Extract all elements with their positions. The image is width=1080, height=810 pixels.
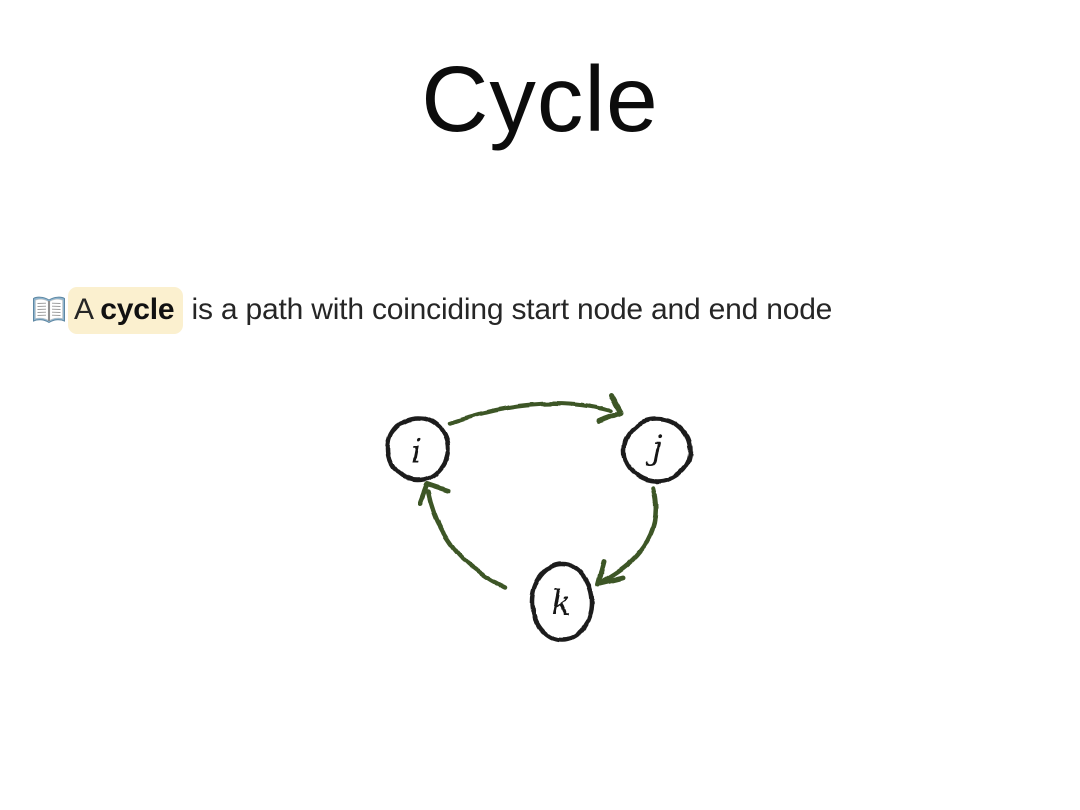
- node-k-label: k: [551, 583, 571, 622]
- node-j-circle: [621, 416, 693, 484]
- node-i-label: i: [411, 432, 422, 471]
- definition-line: A cycle is a path with coinciding start …: [32, 286, 833, 334]
- node-i-circle: [385, 415, 451, 483]
- node-j: j: [621, 416, 693, 484]
- node-k: k: [529, 561, 595, 643]
- edge-i-to-j: [447, 392, 624, 426]
- highlighted-term: A cycle: [68, 286, 184, 334]
- node-i: i: [385, 415, 451, 483]
- node-k-circle: [529, 561, 595, 643]
- edge-j-to-k-arrowhead: [595, 558, 626, 587]
- definition-prefix: A: [74, 292, 101, 326]
- term-cycle: cycle: [100, 292, 175, 326]
- edge-k-to-i-arrowhead: [417, 481, 451, 506]
- page-title: Cycle: [421, 47, 659, 151]
- edge-i-to-j-arrowhead: [596, 392, 624, 424]
- edge-k-to-i-shaft: [425, 489, 508, 591]
- open-book-icon: [33, 296, 65, 324]
- edge-i-to-j-shaft: [447, 401, 614, 426]
- edge-k-to-i: [417, 481, 508, 591]
- definition-rest: is a path with coinciding start node and…: [183, 293, 833, 326]
- edge-j-to-k: [595, 485, 659, 587]
- edge-j-to-k-shaft: [600, 485, 659, 584]
